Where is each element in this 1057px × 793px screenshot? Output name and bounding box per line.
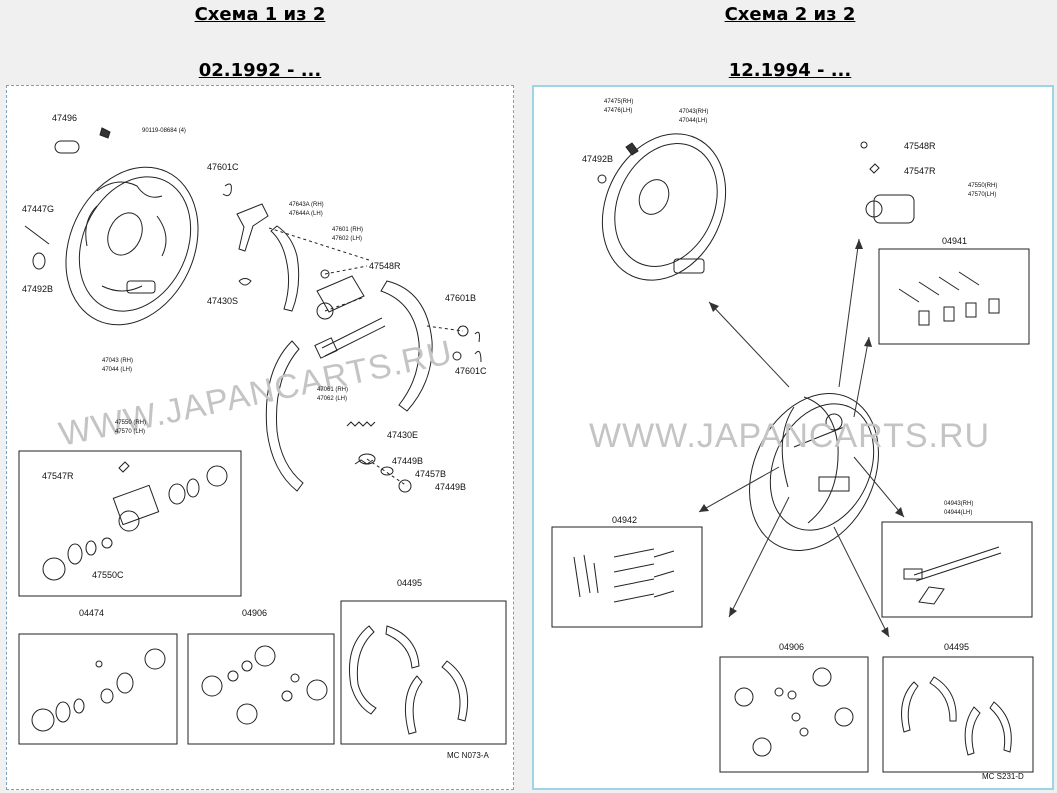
- label-47496: 47496: [52, 113, 77, 123]
- label-04942: 04942: [612, 515, 637, 525]
- kit-04906-box: [187, 633, 335, 745]
- label-47492b: 47492B: [582, 154, 613, 164]
- label-47550c: 47550C: [92, 570, 124, 580]
- diagram-2-panel[interactable]: WWW.JAPANCARTS.RU 47475(RH) 47476(LH) 47…: [532, 85, 1054, 790]
- label-47643: 47643A (RH): [289, 202, 324, 208]
- kit-04495-box: [882, 656, 1034, 773]
- label-04495: 04495: [944, 642, 969, 652]
- label-47062: 47062 (LH): [317, 396, 347, 402]
- label-47548r: 47548R: [369, 261, 401, 271]
- kit-04941-box: [878, 248, 1030, 345]
- brake-assembly-center: [749, 392, 879, 552]
- label-47061: 47061 (RH): [317, 387, 348, 393]
- label-47044: 47044 (LH): [102, 367, 132, 373]
- scheme-2-date[interactable]: 12.1994 - ...: [728, 60, 852, 81]
- label-47457b: 47457B: [415, 469, 446, 479]
- kit-04906-box: [719, 656, 869, 773]
- label-47044: 47044(LH): [679, 118, 707, 124]
- label-47547r: 47547R: [904, 166, 936, 176]
- label-04944: 04944(LH): [944, 510, 972, 516]
- label-47601c-top: 47601C: [207, 162, 239, 172]
- diagram-1-panel[interactable]: WWW.JAPANCARTS.RU 47496 90119-08684 (4) …: [6, 85, 514, 790]
- label-47602: 47602 (LH): [332, 236, 362, 242]
- kit-04474-box: [18, 633, 178, 745]
- label-47550: 47550 (RH): [115, 420, 146, 426]
- wheel-cylinder-box: [18, 450, 242, 597]
- scheme-1-title[interactable]: Схема 1 из 2: [194, 4, 326, 25]
- diagram-code: MC N073-A: [447, 751, 489, 760]
- kit-04943-box: [881, 521, 1033, 618]
- label-04943: 04943(RH): [944, 501, 973, 507]
- label-47548r: 47548R: [904, 141, 936, 151]
- scheme-1-date[interactable]: 02.1992 - ...: [198, 60, 322, 81]
- label-47430s: 47430S: [207, 296, 238, 306]
- label-04906: 04906: [242, 608, 267, 618]
- kit-04495-box: [340, 600, 507, 745]
- watermark: WWW.JAPANCARTS.RU: [589, 417, 990, 455]
- backing-plate-outer: [65, 166, 199, 326]
- label-47043: 47043 (RH): [102, 358, 133, 364]
- label-47601: 47601 (RH): [332, 227, 363, 233]
- diagram-2-drawing: WWW.JAPANCARTS.RU 47475(RH) 47476(LH) 47…: [551, 99, 1034, 781]
- backing-plate-top: [601, 133, 727, 281]
- label-47449b-bottom: 47449B: [435, 482, 466, 492]
- label-47475: 47475(RH): [604, 99, 633, 105]
- label-04906: 04906: [779, 642, 804, 652]
- label-47601c-right: 47601C: [455, 366, 487, 376]
- label-47570: 47570 (LH): [115, 429, 145, 435]
- label-04474: 04474: [79, 608, 104, 618]
- label-04941: 04941: [942, 236, 967, 246]
- plug-47496: [54, 140, 80, 154]
- label-47547r: 47547R: [42, 471, 74, 481]
- label-47449b-top: 47449B: [392, 456, 423, 466]
- label-47043: 47043(RH): [679, 109, 708, 115]
- label-90119: 90119-08684 (4): [142, 128, 186, 134]
- label-47492b: 47492B: [22, 284, 53, 294]
- label-47430e: 47430E: [387, 430, 418, 440]
- label-47550: 47550(RH): [968, 183, 997, 189]
- label-47447g: 47447G: [22, 204, 54, 214]
- label-47570: 47570(LH): [968, 192, 996, 198]
- kit-04942-box: [551, 526, 703, 628]
- diagram-code: MC S231-D: [982, 772, 1024, 781]
- label-47476: 47476(LH): [604, 108, 632, 114]
- scheme-2-title[interactable]: Схема 2 из 2: [724, 4, 856, 25]
- label-04495: 04495: [397, 578, 422, 588]
- label-47644: 47644A (LH): [289, 211, 323, 217]
- wheel-cylinder-top: [873, 194, 915, 224]
- label-47601b: 47601B: [445, 293, 476, 303]
- diagram-1-drawing: WWW.JAPANCARTS.RU 47496 90119-08684 (4) …: [18, 113, 507, 760]
